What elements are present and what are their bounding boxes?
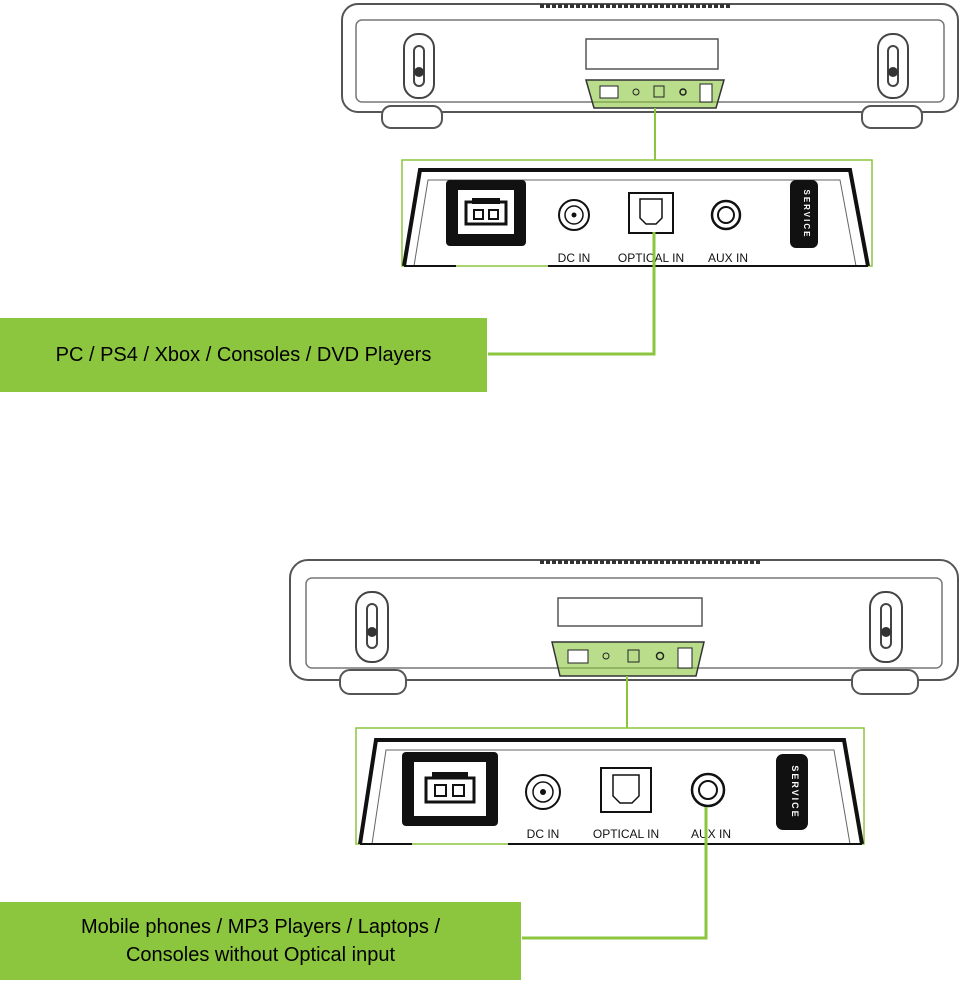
- optical-devices-callout: PC / PS4 / Xbox / Consoles / DVD Players: [0, 318, 487, 392]
- aux-in-label: AUX IN: [691, 827, 731, 841]
- aux-in-label: AUX IN: [708, 251, 748, 265]
- service-label: SERVICE: [802, 190, 811, 239]
- optical-in-label: OPTICAL IN: [593, 827, 659, 841]
- callout-text: PC / PS4 / Xbox / Consoles / DVD Players: [56, 344, 432, 367]
- dc-in-label: DC IN: [558, 251, 591, 265]
- service-label: SERVICE: [790, 765, 800, 818]
- port-panel-zoom: DC IN OPTICAL IN AUX IN SERVICE: [356, 728, 864, 844]
- aux-devices-callout: Mobile phones / MP3 Players / Laptops / …: [0, 902, 521, 980]
- aux-in-port-icon: [712, 201, 740, 229]
- soundbar-top-view: [290, 560, 958, 694]
- diagram-aux: DC IN OPTICAL IN AUX IN SERVICE: [290, 560, 958, 938]
- dc-in-label: DC IN: [527, 827, 560, 841]
- diagram-optical: DC IN OPTICAL IN AUX IN SERVICE: [342, 4, 958, 354]
- soundbar-top-view: [342, 4, 958, 128]
- aux-in-port-icon: [692, 774, 724, 806]
- callout-text-line1: Mobile phones / MP3 Players / Laptops /: [81, 913, 440, 941]
- port-panel-zoom: DC IN OPTICAL IN AUX IN SERVICE: [402, 160, 872, 266]
- optical-in-label: OPTICAL IN: [618, 251, 684, 265]
- callout-text-line2: Consoles without Optical input: [126, 941, 395, 969]
